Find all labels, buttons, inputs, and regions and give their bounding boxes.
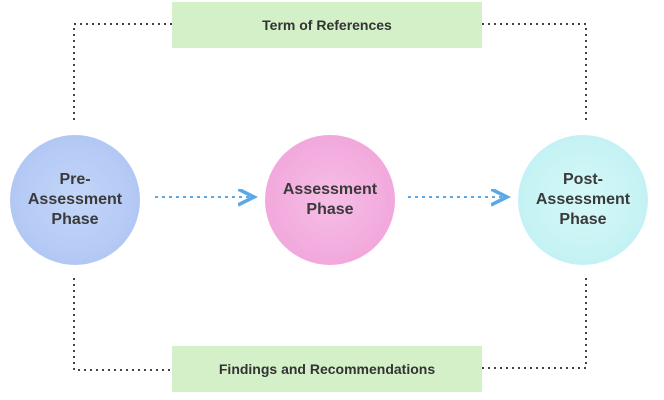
pre-assessment-line-1: Pre- — [59, 171, 91, 188]
dotted-connector-top-left — [73, 23, 172, 122]
post-assessment-line-2: Assessment — [535, 191, 631, 208]
post-assessment-line-3: Phase — [559, 211, 607, 228]
assessment-line-1: Assessment — [282, 181, 378, 198]
pre-assessment-phase-circle: Pre- Assessment Phase — [10, 135, 140, 265]
dotted-connector-top-right — [482, 23, 587, 122]
dotted-connector-bottom-right — [482, 278, 587, 369]
assessment-line-2: Phase — [306, 201, 354, 218]
term-of-references-label: Term of References — [262, 17, 392, 33]
findings-recommendations-label: Findings and Recommendations — [218, 361, 436, 377]
dotted-connector-bottom-left — [73, 278, 172, 371]
pre-assessment-line-2: Assessment — [27, 191, 123, 208]
term-of-references-box: Term of References — [172, 2, 482, 48]
post-assessment-phase-circle: Post- Assessment Phase — [518, 135, 648, 265]
pre-assessment-line-3: Phase — [51, 211, 99, 228]
findings-recommendations-box: Findings and Recommendations — [172, 346, 482, 392]
assessment-phase-circle: Assessment Phase — [265, 135, 395, 265]
post-assessment-line-1: Post- — [563, 171, 603, 188]
